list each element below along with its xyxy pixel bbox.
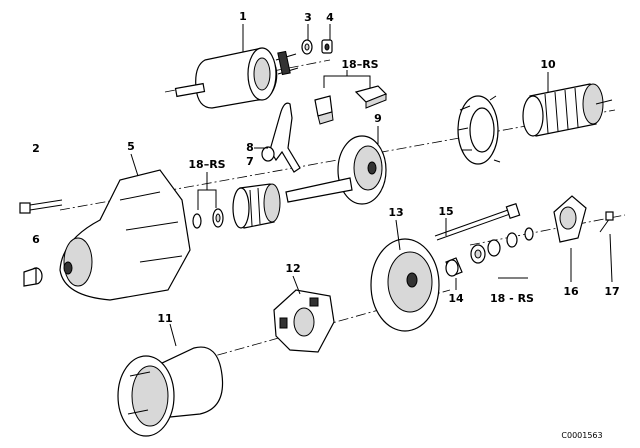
solenoid-part <box>174 47 299 109</box>
bolt-part <box>19 199 63 214</box>
callout-2: 2 <box>32 142 40 155</box>
ring-part <box>192 213 202 229</box>
callout-3: 3 <box>304 11 312 24</box>
screw-part <box>599 211 614 233</box>
washer-stack-part <box>445 227 534 277</box>
callout-15: 15 <box>438 205 453 218</box>
brush-set-part <box>314 85 388 125</box>
pinion-clutch-part <box>232 183 281 229</box>
callout-18-rs-left: 18–RS <box>188 158 225 171</box>
fork-lever-part <box>269 102 301 173</box>
bushing-part <box>23 267 43 287</box>
callout-1: 1 <box>239 10 247 23</box>
callout-9: 9 <box>374 112 382 125</box>
end-housing-part <box>285 135 387 205</box>
callout-4: 4 <box>326 11 334 24</box>
drive-end-housing-part <box>59 169 191 301</box>
yoke-part <box>117 346 224 437</box>
armature-part <box>522 83 613 137</box>
callout-17: 17 <box>604 285 619 298</box>
callout-18-rs-upper: 18–RS <box>341 58 378 71</box>
bearing-cap-part <box>553 195 587 243</box>
callout-13: 13 <box>388 206 403 219</box>
leader-lines <box>130 24 613 347</box>
callout-8: 8 <box>246 141 254 154</box>
diagram-code: C0001563 <box>561 431 602 440</box>
callout-16: 16 <box>563 285 579 298</box>
commutator-ring-part <box>457 95 501 165</box>
callout-12: 12 <box>285 262 300 275</box>
solenoid-axis-line <box>164 59 331 93</box>
callout-7: 7 <box>246 155 254 168</box>
callout-10: 10 <box>540 58 556 71</box>
callout-6: 6 <box>32 233 40 246</box>
through-bolt-part <box>434 202 521 241</box>
brush-holder-part <box>273 289 335 353</box>
callout-11: 11 <box>157 312 172 325</box>
callout-18-rs-right: 18 - RS <box>490 292 534 305</box>
callout-5: 5 <box>127 140 135 153</box>
end-cover-part <box>370 238 440 332</box>
callout-14: 14 <box>448 292 464 305</box>
